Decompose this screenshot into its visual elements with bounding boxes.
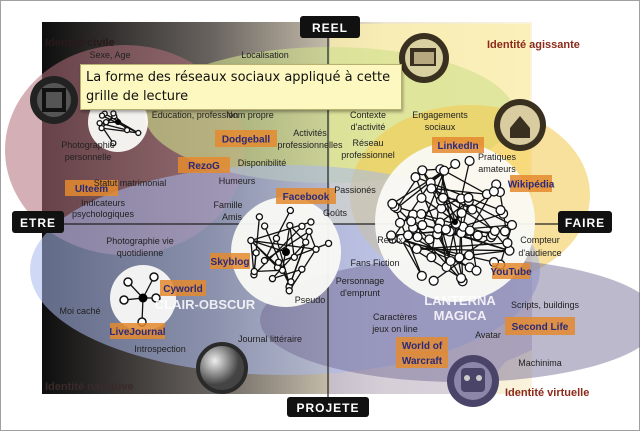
axis-label-reel: REEL: [300, 16, 360, 38]
svg-text:FAIRE: FAIRE: [565, 216, 605, 230]
label: professionnel: [341, 150, 395, 160]
network-star-icon: [110, 265, 176, 331]
zone-title: Identité civile: [45, 37, 115, 49]
service-box: Facebook: [276, 188, 336, 204]
svg-text:Second Life: Second Life: [512, 322, 569, 333]
axis-label-etre: ETRE: [12, 211, 64, 233]
svg-text:Facebook: Facebook: [283, 192, 330, 203]
label: Avatar: [475, 330, 501, 340]
network-mesh-icon: [231, 197, 341, 307]
label: Nom propre: [226, 110, 274, 120]
zone-title: Identité virtuelle: [505, 387, 589, 399]
label: jeux on line: [371, 324, 418, 334]
label: Scripts, buildings: [511, 300, 580, 310]
label: Réseau: [352, 138, 383, 148]
label: Disponibilité: [238, 158, 287, 168]
service-box: Second Life: [505, 317, 575, 335]
svg-text:REEL: REEL: [312, 21, 348, 35]
service-box: RezoG: [178, 157, 230, 173]
service-box: LiveJournal: [109, 323, 166, 339]
label: Pseudo: [295, 295, 326, 305]
mask-icon: [447, 355, 499, 407]
axis-label-faire: FAIRE: [558, 211, 612, 233]
svg-text:LinkedIn: LinkedIn: [437, 141, 478, 152]
network-scale-free-icon: [375, 142, 535, 302]
label: psychologiques: [72, 209, 135, 219]
service-box: LinkedIn: [432, 137, 484, 153]
service-box: Warcraft: [396, 352, 448, 368]
svg-text:ETRE: ETRE: [20, 216, 56, 230]
service-box: Skyblog: [210, 253, 250, 269]
label: quotidienne: [117, 248, 164, 258]
label: d'emprunt: [340, 288, 380, 298]
label: Journal littéraire: [238, 334, 302, 344]
sphere-icon: [196, 342, 248, 394]
label: Education, profession: [152, 110, 239, 120]
label: d'audience: [518, 248, 561, 258]
label: Sexe, Age: [89, 50, 130, 60]
label: Pratiques: [478, 152, 517, 162]
label: Activités: [293, 128, 327, 138]
label: Remix: [377, 235, 403, 245]
svg-text:Skyblog: Skyblog: [211, 257, 250, 268]
zone-title: Identité narrative: [45, 381, 134, 393]
svg-text:Wikipédia: Wikipédia: [508, 180, 555, 191]
label: Moi caché: [59, 306, 100, 316]
label: Machinima: [518, 358, 562, 368]
label: personnelle: [65, 152, 112, 162]
label: Passionés: [334, 185, 376, 195]
service-box: YouTube: [490, 263, 532, 279]
svg-text:YouTube: YouTube: [490, 267, 532, 278]
label: Photographie: [61, 140, 115, 150]
house-icon: [494, 99, 546, 151]
svg-text:LiveJournal: LiveJournal: [109, 327, 165, 338]
svg-text:Dodgeball: Dodgeball: [222, 135, 271, 146]
label: Amis: [222, 212, 242, 222]
label: Humeurs: [219, 176, 256, 186]
label: Contexte: [350, 110, 386, 120]
label: Localisation: [241, 50, 289, 60]
service-box: Ulteem: [65, 180, 118, 196]
label: d'activité: [351, 122, 386, 132]
svg-text:RezoG: RezoG: [188, 161, 220, 172]
label: Photographie vie: [106, 236, 174, 246]
service-box: Dodgeball: [215, 130, 277, 147]
label: Introspection: [134, 344, 186, 354]
zone-title: Identité agissante: [487, 39, 580, 51]
service-box: World of: [396, 337, 448, 353]
label: Famille: [213, 200, 242, 210]
label: Personnage: [336, 276, 385, 286]
service-box: Cyworld: [160, 280, 206, 296]
label: Fans Fiction: [350, 258, 399, 268]
tooltip: La forme des réseaux sociaux appliqué à …: [80, 64, 402, 110]
region-title: LANTERNA: [424, 293, 496, 308]
svg-text:Ulteem: Ulteem: [75, 184, 108, 195]
label: Caractères: [373, 312, 418, 322]
svg-text:Warcraft: Warcraft: [402, 356, 443, 367]
label: Goûts: [323, 208, 348, 218]
svg-text:Cyworld: Cyworld: [163, 284, 202, 295]
label: Engagements: [412, 110, 468, 120]
svg-text:PROJETE: PROJETE: [296, 401, 359, 415]
axis-label-projete: PROJETE: [287, 397, 369, 417]
label: Indicateurs: [81, 198, 126, 208]
label: sociaux: [425, 122, 456, 132]
label: Statut matrimonial: [94, 178, 167, 188]
id-card-icon: [30, 76, 78, 124]
label: amateurs: [478, 164, 516, 174]
screens-icon: [399, 33, 449, 83]
service-box: Wikipédia: [508, 175, 555, 192]
label: Compteur: [520, 235, 560, 245]
svg-text:World of: World of: [402, 341, 443, 352]
label: professionnelles: [277, 140, 343, 150]
region-title: MAGICA: [434, 308, 487, 323]
region-title: CLAIR-OBSCUR: [155, 297, 256, 312]
purple-zone: [260, 258, 640, 382]
